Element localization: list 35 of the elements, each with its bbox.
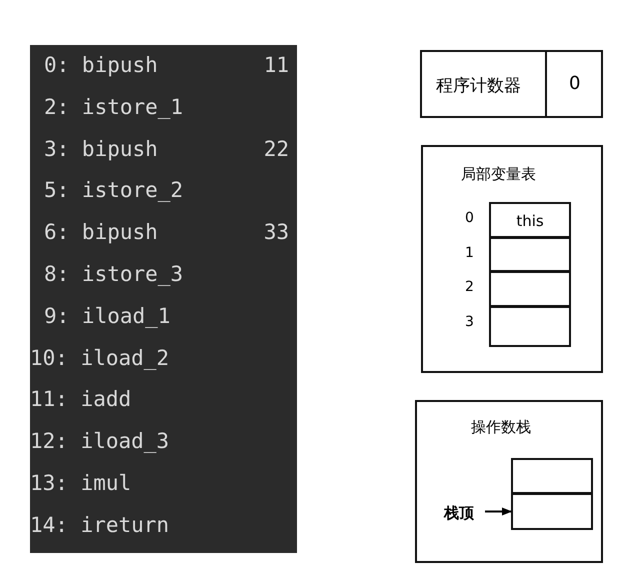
arrow xyxy=(485,508,512,516)
instruction: 13: imul xyxy=(30,471,132,495)
index-number: 3 xyxy=(465,314,474,330)
instruction: 11: iadd xyxy=(30,387,132,412)
index-number: 1 xyxy=(465,245,474,261)
instruction: 2: istore_1 xyxy=(44,94,184,119)
code-panel xyxy=(30,45,297,553)
cell-value: this xyxy=(515,212,545,230)
index-number: 0 xyxy=(465,210,474,226)
instruction: 3: bipush xyxy=(44,136,158,161)
slot-cell xyxy=(489,271,571,307)
stack-cell xyxy=(511,493,593,530)
register-name: 程序计数器 xyxy=(436,75,521,97)
register-box xyxy=(420,50,603,118)
stack-box xyxy=(415,400,603,563)
operand: 11 xyxy=(264,53,289,77)
table-box xyxy=(421,145,603,373)
instruction: 14: ireturn xyxy=(30,512,170,537)
instruction: 12: iload_3 xyxy=(30,429,170,454)
instruction: 5: istore_2 xyxy=(44,178,184,202)
instruction: 10: iload_2 xyxy=(30,346,170,370)
instruction: 0: bipush xyxy=(44,53,158,77)
slot-cell xyxy=(489,202,571,238)
instruction: 9: iload_1 xyxy=(44,304,170,328)
index-number: 2 xyxy=(465,279,474,295)
slot-cell xyxy=(489,237,571,272)
operand: 33 xyxy=(264,220,289,244)
table-title: 操作数栈 xyxy=(471,418,531,437)
instruction: 8: istore_3 xyxy=(44,262,184,286)
instruction: 6: bipush xyxy=(44,220,158,244)
table-title: 局部变量表 xyxy=(461,165,536,184)
register-value: 0 xyxy=(569,73,580,94)
operand: 22 xyxy=(264,136,289,161)
slot-cell xyxy=(489,306,571,347)
stack-cell xyxy=(511,458,593,494)
